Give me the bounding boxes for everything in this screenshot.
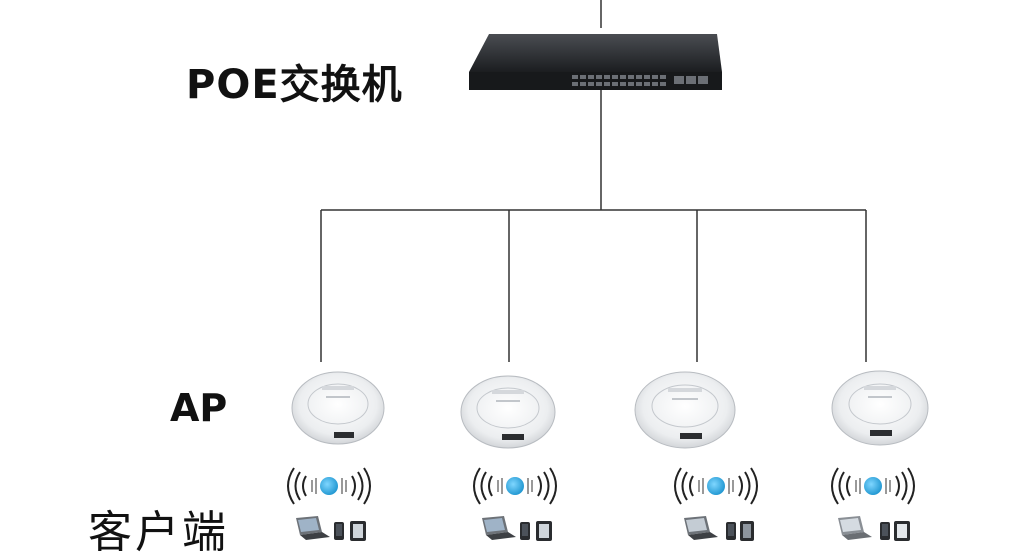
- wifi-signal-icon-4: [831, 467, 915, 505]
- access-point-ap2: [460, 375, 556, 449]
- wifi-signal-icon-2: [473, 467, 557, 505]
- client-devices-4: [838, 516, 910, 541]
- client-devices-1: [296, 516, 366, 541]
- phone-icon: [726, 522, 736, 540]
- phone-icon: [880, 522, 890, 540]
- client-devices-2: [482, 516, 552, 541]
- phone-icon: [334, 522, 344, 540]
- poe-switch-device: [469, 34, 722, 90]
- client-devices-3: [684, 516, 754, 541]
- access-point-ap1: [291, 371, 385, 445]
- access-point-ap4: [831, 370, 929, 446]
- laptop-icon: [684, 516, 718, 540]
- phone-icon: [520, 522, 530, 540]
- connection-lines: [320, 0, 867, 362]
- ap-label: AP: [170, 386, 228, 430]
- laptop-icon: [296, 516, 330, 540]
- access-point-ap3: [634, 371, 736, 449]
- client-label: 客户端: [88, 507, 229, 558]
- laptop-icon: [482, 516, 516, 540]
- tablet-icon: [536, 521, 552, 541]
- wifi-signal-icon-3: [674, 467, 758, 505]
- poe-switch-label: POE交换机: [186, 62, 403, 108]
- wifi-signal-icon-1: [287, 467, 371, 505]
- tablet-icon: [740, 521, 754, 541]
- laptop-icon: [838, 516, 872, 540]
- tablet-icon: [350, 521, 366, 541]
- tablet-icon: [894, 521, 910, 541]
